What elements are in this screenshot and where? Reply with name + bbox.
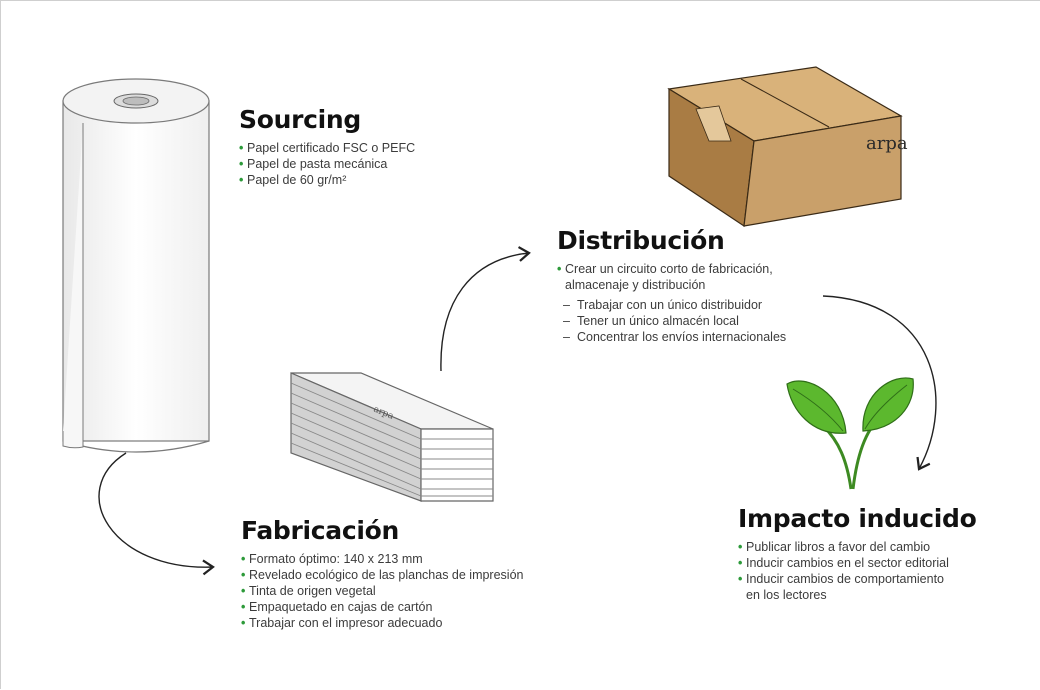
- bullet-list: Formato óptimo: 140 x 213 mm Revelado ec…: [241, 551, 523, 631]
- list-item-continuation: en los lectores: [746, 588, 827, 602]
- bullet-list: Publicar libros a favor del cambio Induc…: [738, 539, 977, 603]
- section-impacto-inducido: Impacto inducido Publicar libros a favor…: [738, 504, 977, 603]
- list-item: Inducir cambios de comportamiento: [738, 571, 977, 587]
- section-title: Distribución: [557, 226, 725, 255]
- section-title: Impacto inducido: [738, 504, 977, 533]
- list-item: Papel de pasta mecánica: [239, 156, 415, 172]
- section-sourcing: Sourcing Papel certificado FSC o PEFC Pa…: [239, 105, 415, 188]
- list-item: Formato óptimo: 140 x 213 mm: [241, 551, 523, 567]
- list-item: Papel certificado FSC o PEFC: [239, 140, 415, 156]
- curved-arrow-icon: [98, 452, 215, 576]
- curved-arrow-icon: [822, 295, 937, 471]
- paper-roll-icon: [62, 78, 210, 453]
- list-item: Revelado ecológico de las planchas de im…: [241, 567, 523, 583]
- curved-arrow-icon: [440, 246, 531, 372]
- list-item: Papel de 60 gr/m²: [239, 172, 415, 188]
- sub-list-item: Trabajar con un único distribuidor: [557, 297, 786, 313]
- sub-list-item: Tener un único almacén local: [557, 313, 786, 329]
- list-item: Crear un circuito corto de fabricación,: [557, 261, 786, 277]
- paper-stack-icon: arpa: [290, 372, 494, 502]
- section-fabricacion: Fabricación Formato óptimo: 140 x 213 mm…: [241, 516, 523, 631]
- list-item-continuation: almacenaje y distribución: [565, 278, 706, 292]
- list-item: Tinta de origen vegetal: [241, 583, 523, 599]
- cardboard-box-icon: arpa: [667, 66, 908, 228]
- section-title: Fabricación: [241, 516, 400, 545]
- list-item: Inducir cambios en el sector editorial: [738, 555, 977, 571]
- list-item: Empaquetado en cajas de cartón: [241, 599, 523, 615]
- bullet-list: Papel certificado FSC o PEFC Papel de pa…: [239, 140, 415, 188]
- list-item: Trabajar con el impresor adecuado: [241, 615, 523, 631]
- section-title: Sourcing: [239, 105, 361, 134]
- box-brand-label: arpa: [866, 133, 908, 154]
- sub-list-item: Concentrar los envíos internacionales: [557, 329, 786, 345]
- sprout-icon: [786, 377, 914, 490]
- list-item: Publicar libros a favor del cambio: [738, 539, 977, 555]
- bullet-list: Crear un circuito corto de fabricación, …: [557, 261, 786, 345]
- section-distribucion: Distribución Crear un circuito corto de …: [557, 226, 786, 345]
